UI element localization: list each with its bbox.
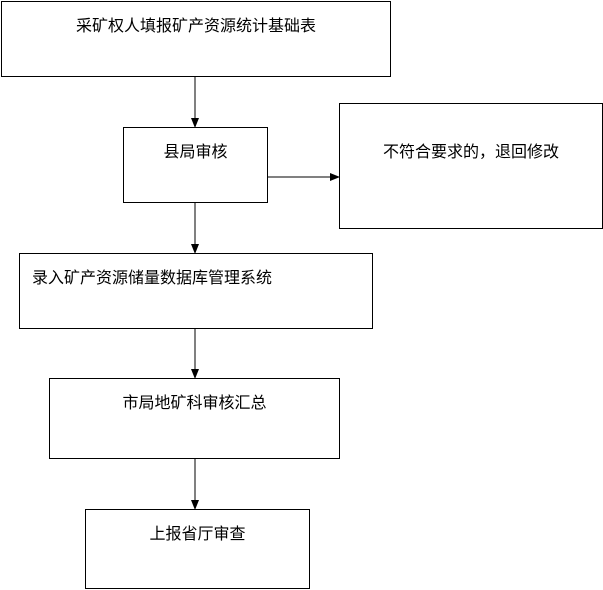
step-county-review: 县局审核	[123, 127, 268, 203]
step-label: 上报省厅审查	[149, 524, 246, 543]
step-city-review: 市局地矿科审核汇总	[49, 378, 340, 459]
step-submit-province: 上报省厅审查	[85, 509, 310, 589]
step-label: 采矿权人填报矿产资源统计基础表	[75, 16, 316, 35]
step-enter-database: 录入矿产资源储量数据库管理系统	[19, 253, 373, 329]
step-label: 市局地矿科审核汇总	[122, 393, 267, 412]
step-fill-form: 采矿权人填报矿产资源统计基础表	[1, 1, 391, 77]
step-return-revise: 不符合要求的，退回修改	[339, 103, 603, 229]
step-label: 不符合要求的，退回修改	[382, 142, 559, 161]
step-label: 县局审核	[163, 142, 228, 161]
step-label: 录入矿产资源储量数据库管理系统	[32, 268, 273, 287]
